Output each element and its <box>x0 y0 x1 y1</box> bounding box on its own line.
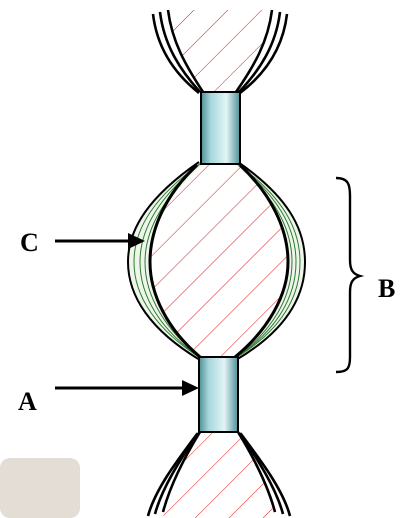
corner-smudge <box>0 458 80 518</box>
middle-hatching <box>150 165 288 357</box>
arrow-c <box>55 233 145 249</box>
lower-node-capsule <box>198 356 239 433</box>
middle-outline <box>126 161 307 361</box>
lower-fiber-outline <box>146 431 292 517</box>
label-b: B <box>378 274 395 303</box>
arrow-right-icon <box>128 233 145 249</box>
arrow-right-icon <box>182 380 199 396</box>
layer-lines <box>133 162 301 360</box>
right-curly-brace-icon <box>335 176 365 374</box>
label-c: C <box>20 228 39 257</box>
middle-swelling <box>126 161 307 361</box>
layer-left <box>128 162 205 360</box>
lower-fiber-segment <box>146 431 292 518</box>
upper-node-capsule <box>200 91 241 165</box>
upper-fiber-segment <box>151 9 289 95</box>
upper-fiber-outline <box>151 9 289 95</box>
arrow-a <box>55 380 199 396</box>
label-a: A <box>18 387 37 416</box>
